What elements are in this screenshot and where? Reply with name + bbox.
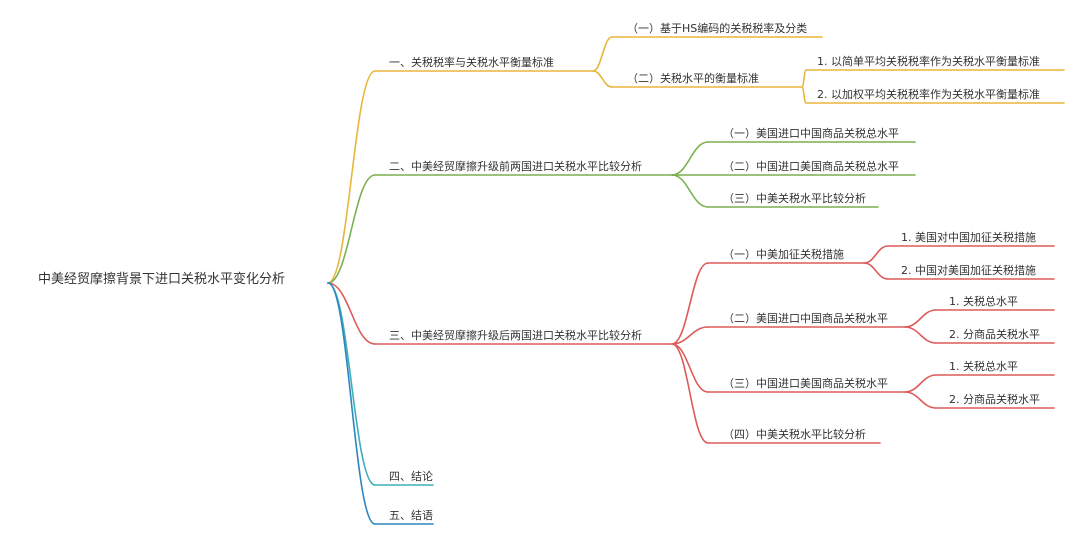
root-to-branch-5-connector	[327, 282, 376, 525]
branch-1-child-2-node-label: （二）关税水平的衡量标准	[627, 71, 759, 85]
branch-3-node-label: 三、中美经贸摩擦升级后两国进口关税水平比较分析	[389, 328, 642, 342]
branch-3-child-2-connector	[671, 326, 709, 345]
branch-1-child-1-connector	[592, 36, 613, 72]
root-to-branch-1-connector	[327, 70, 376, 284]
branch-1-child-2-sub-1-node-label: 1. 以简单平均关税税率作为关税水平衡量标准	[817, 54, 1040, 68]
branch-2-child-3-node-label: （三）中美关税水平比较分析	[723, 191, 866, 205]
branch-2-child-1-node-label: （一）美国进口中国商品关税总水平	[723, 126, 899, 140]
branch-3-child-1-sub-2-node-label: 2. 中国对美国加征关税措施	[901, 263, 1036, 277]
branch-3-child-1-connector	[671, 262, 709, 345]
branch-3-child-3-sub-2-connector	[904, 391, 937, 409]
mind-map-labels: 中美经贸摩擦背景下进口关税水平变化分析 一、关税税率与关税水平衡量标准 （一）基于…	[38, 21, 1040, 522]
root-to-branch-2-connector	[327, 174, 376, 284]
mind-map-underlines	[374, 36, 1065, 525]
root-to-branch-3-connector	[327, 282, 376, 345]
branch-2-child-1-connector	[671, 141, 709, 176]
branch-3-child-3-sub-1-node-label: 1. 关税总水平	[949, 359, 1018, 373]
branch-3-child-2-sub-1-node-label: 1. 关税总水平	[949, 294, 1018, 308]
branch-3-child-1-sub-1-node-label: 1. 美国对中国加征关税措施	[901, 230, 1036, 244]
branch-2-child-2-node-label: （二）中国进口美国商品关税总水平	[723, 159, 899, 173]
branch-3-child-4-node-label: （四）中美关税水平比较分析	[723, 427, 866, 441]
branch-2-child-3-connector	[671, 174, 709, 208]
branch-3-child-3-sub-2-node-label: 2. 分商品关税水平	[949, 392, 1040, 406]
branch-3-child-3-node-label: （三）中国进口美国商品关税水平	[723, 376, 888, 390]
branch-4-node-label: 四、结论	[389, 469, 433, 483]
branch-3-child-1-node-label: （一）中美加征关税措施	[723, 247, 844, 261]
branch-3-child-1-sub-2-connector	[863, 262, 889, 280]
branch-3-child-2-sub-2-node-label: 2. 分商品关税水平	[949, 327, 1040, 341]
branch-3-child-3-sub-1-connector	[904, 374, 937, 393]
branch-1-node-label: 一、关税税率与关税水平衡量标准	[389, 55, 554, 69]
branch-2-node-label: 二、中美经贸摩擦升级前两国进口关税水平比较分析	[389, 159, 642, 173]
root-node-label: 中美经贸摩擦背景下进口关税水平变化分析	[38, 271, 285, 287]
mind-map-connectors	[327, 36, 937, 525]
branch-3-child-4-connector	[671, 343, 709, 444]
branch-1-child-2-sub-1-connector	[801, 69, 807, 88]
branch-1-child-1-node-label: （一）基于HS编码的关税税率及分类	[627, 21, 807, 35]
branch-3-child-2-node-label: （二）美国进口中国商品关税水平	[723, 311, 888, 325]
branch-3-child-2-sub-1-connector	[904, 309, 937, 328]
branch-1-child-2-connector	[592, 70, 613, 88]
branch-3-child-1-sub-1-connector	[863, 245, 889, 264]
branch-5-node-label: 五、结语	[389, 509, 433, 522]
branch-1-child-2-sub-2-connector	[801, 86, 807, 104]
branch-1-child-2-sub-2-node-label: 2. 以加权平均关税税率作为关税水平衡量标准	[817, 87, 1040, 101]
branch-3-child-2-sub-2-connector	[904, 326, 937, 344]
branch-3-child-3-connector	[671, 343, 709, 393]
